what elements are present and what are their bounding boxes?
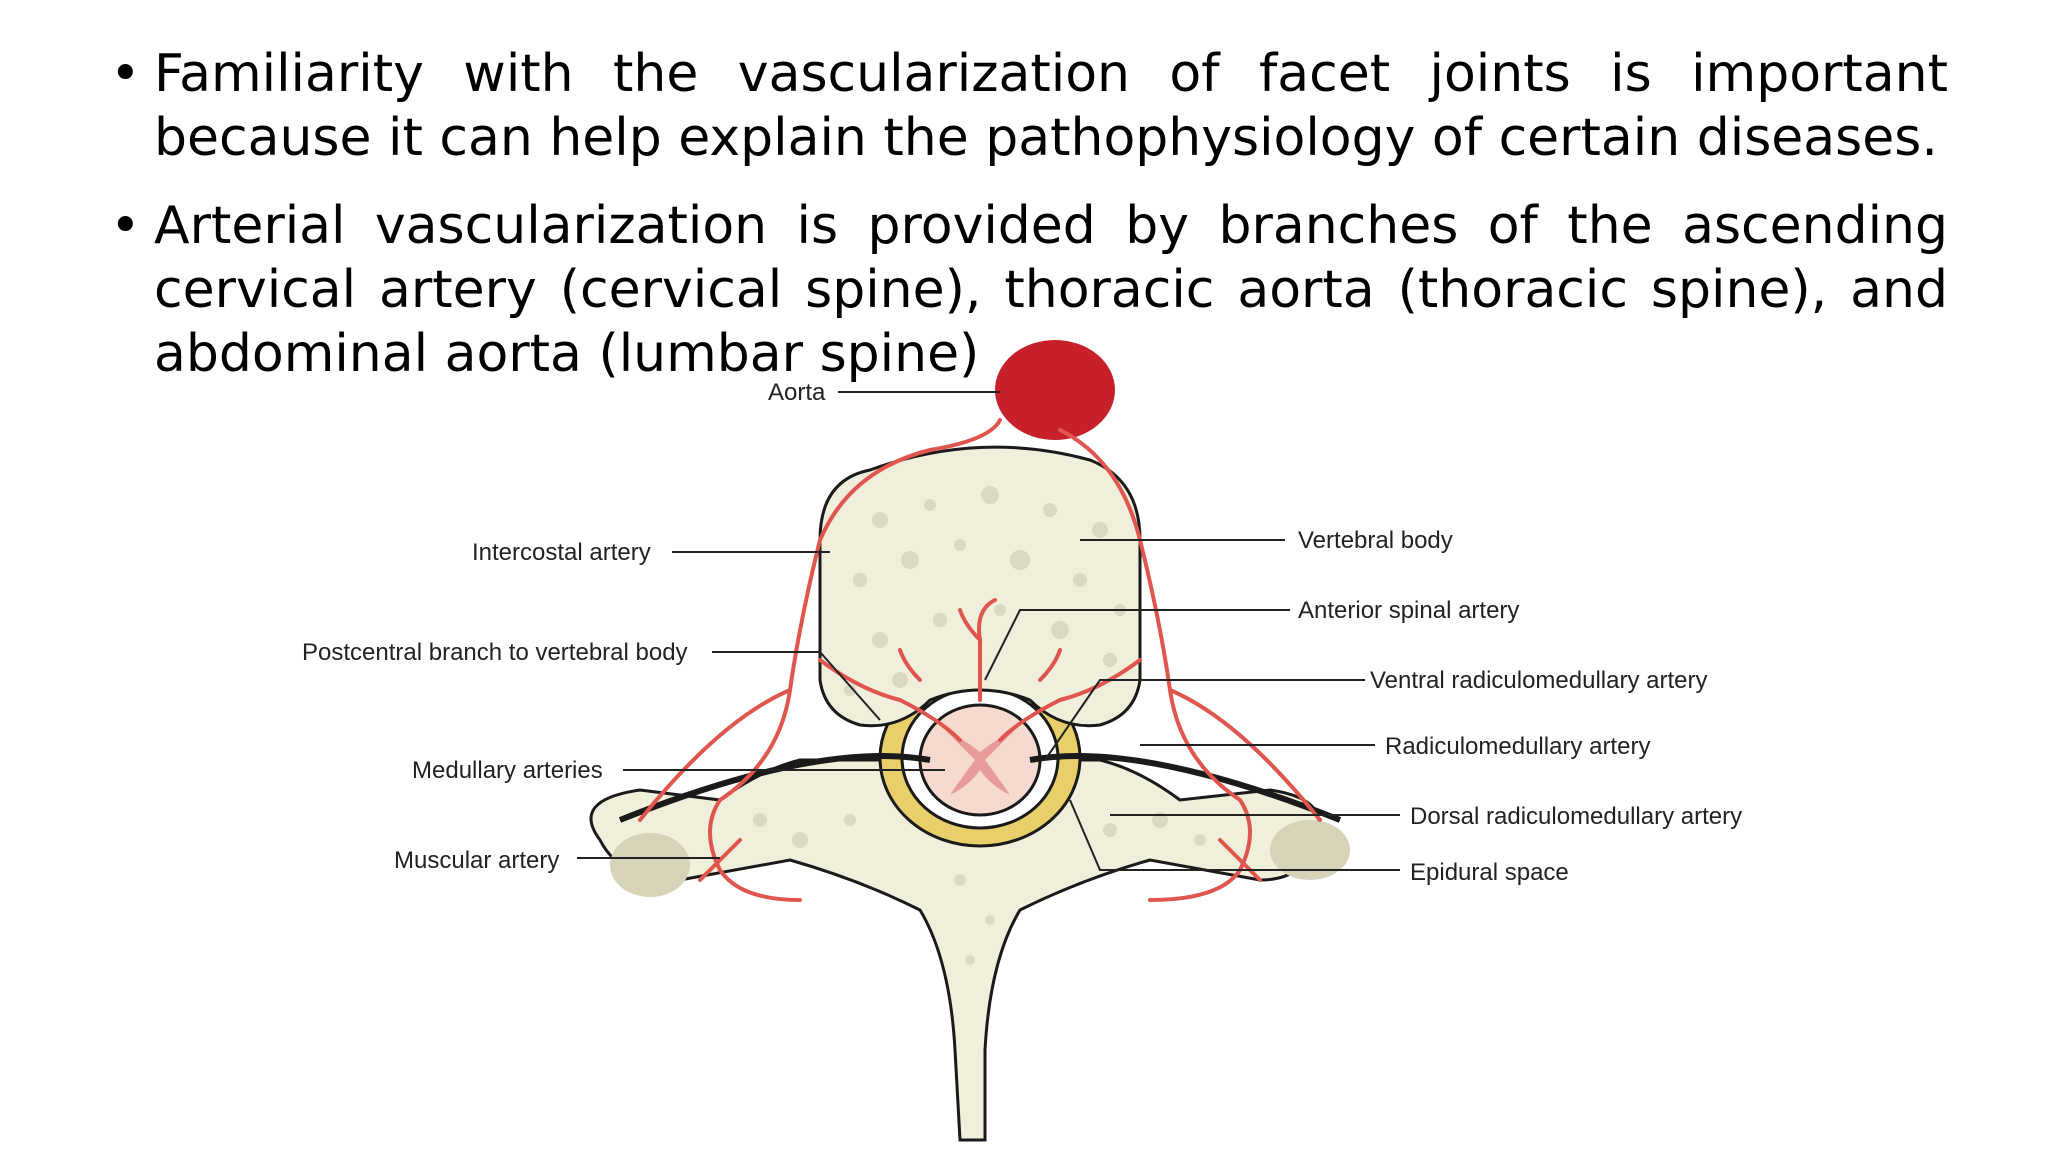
aorta-shape — [995, 340, 1115, 440]
label-ventral-radiculomedullary-artery: Ventral radiculomedullary artery — [1370, 667, 1708, 694]
bullet-glyph: • — [110, 196, 141, 256]
label-epidural-space: Epidural space — [1410, 859, 1569, 886]
bullet-text-vascularization-importance: Familiarity with the vascularization of … — [154, 44, 1948, 168]
left-transverse-process-tip — [610, 833, 690, 897]
label-intercostal-artery: Intercostal artery — [472, 539, 651, 566]
gray-matter — [945, 730, 1015, 795]
label-muscular-artery: Muscular artery — [394, 847, 559, 874]
spinous-process — [589, 758, 1321, 1142]
arteries — [638, 418, 1322, 902]
leader-lines — [577, 391, 1400, 871]
label-postcentral-branch: Postcentral branch to vertebral body — [302, 639, 688, 666]
right-nerve-root — [1029, 753, 1342, 823]
label-anterior-spinal-artery: Anterior spinal artery — [1298, 597, 1519, 624]
label-vertebral-body: Vertebral body — [1298, 527, 1453, 554]
label-radiculomedullary-artery: Radiculomedullary artery — [1385, 733, 1650, 760]
left-nerve-root — [618, 753, 931, 823]
bullet-text-arterial-sources: Arterial vascularization is provided by … — [154, 196, 1948, 384]
label-aorta: Aorta — [768, 379, 826, 406]
bullet-item: • Arterial vascularization is provided b… — [110, 194, 1948, 386]
bullet-list: • Familiarity with the vascularization o… — [110, 42, 1948, 410]
bone-texture — [753, 486, 1206, 965]
label-medullary-arteries: Medullary arteries — [412, 757, 603, 784]
right-transverse-process-tip — [1270, 820, 1350, 880]
label-dorsal-radiculomedullary-artery: Dorsal radiculomedullary artery — [1410, 803, 1742, 830]
bullet-item: • Familiarity with the vascularization o… — [110, 42, 1948, 170]
bullet-glyph: • — [110, 44, 141, 104]
